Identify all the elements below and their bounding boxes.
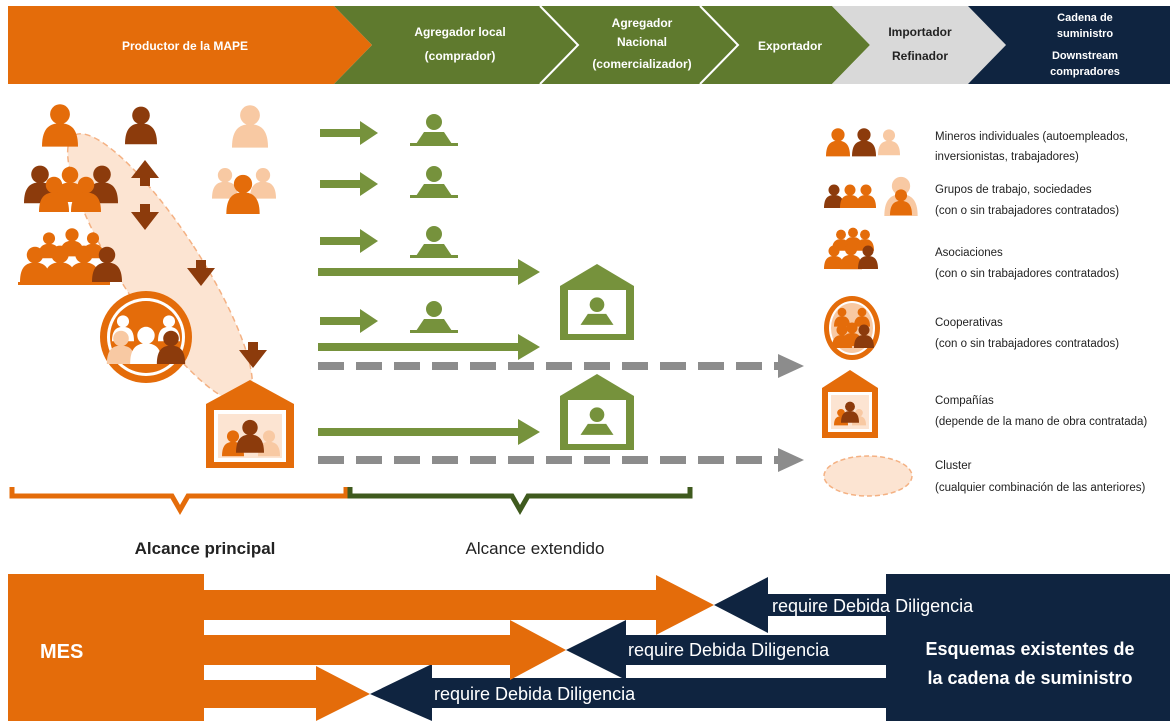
mes-label: MES [40,641,83,663]
dd-label-1: require Debida Diligencia [772,596,974,616]
bottom-band: MES require Debida Diligencia require De… [8,574,1170,721]
stage-label-agregador-local-2: (comprador) [425,49,496,63]
legend-text-4a: Cooperativas [935,317,1003,329]
mes-arrow-1 [204,575,714,635]
extended-scope-brace [347,487,693,516]
dashed-grey-arrows [318,354,804,472]
legend-text-2b: (con o sin trabajadores contratados) [935,205,1119,217]
schemes-label-2: la cadena de suministro [927,668,1132,688]
mes-arrow-2 [204,620,566,680]
legend-icon-cooperatives [824,296,880,360]
extended-scope-label: Alcance extendido [466,539,605,558]
individual-miner-icon [42,104,78,147]
association-icon [18,228,122,285]
legend-text-6a: Cluster [935,460,972,472]
stage-importador [832,6,1006,84]
stage-downstream [968,6,1170,84]
legend-text-5a: Compañías [935,395,994,407]
dd-arrow-3 [370,664,886,721]
up-down-arrow-icon [131,160,159,230]
stage-label-importador-2: Refinador [892,49,948,63]
legend-text-5b: (depende de la mano de obra contratada) [935,416,1147,428]
society-group-icon [212,168,276,214]
stage-agregador-nacional [540,6,738,84]
dd-arrow-1 [714,577,886,633]
stage-label-downstream-4: compradores [1050,66,1120,78]
down-arrow-icon [187,260,267,368]
principal-scope-brace [9,487,349,516]
legend-text-1a: Mineros individuales (autoempleados, [935,131,1128,143]
stage-label-downstream-3: Downstream [1052,50,1118,62]
mes-box [8,574,204,721]
legend-icon-cluster [823,455,913,497]
legend-icon-companies [822,370,878,438]
legend-text-3a: Asociaciones [935,247,1003,259]
legend-text-1b: inversionistas, trabajadores) [935,151,1079,163]
dd-arrow-2 [566,620,886,680]
legend-icon-work-groups [824,176,918,216]
individual-miner-dark-icon [125,106,157,145]
legend-icon-individual [826,128,900,157]
legend-text-2a: Grupos de trabajo, sociedades [935,184,1092,196]
stage-exportador [700,6,870,84]
stage-label-agregador-nacional-3: (comercializador) [592,57,691,71]
short-arrows [320,121,378,333]
stage-agregador-local [334,6,578,84]
stage-label-productor: Productor de la MAPE [122,39,248,53]
stage-label-exportador: Exportador [758,39,822,53]
legend-text-4b: (con o sin trabajadores contratados) [935,338,1119,350]
long-green-arrows [318,259,540,445]
stage-label-downstream-2: suministro [1057,28,1114,40]
stage-label-agregador-nacional-1: Agregador [612,16,673,30]
legend: Mineros individuales (autoempleados, inv… [822,128,1147,497]
legend-text-6b: (cualquier combinación de las anteriores… [935,482,1145,494]
stage-productor [8,6,372,84]
schemes-label-1: Esquemas existentes de [925,639,1134,659]
value-chain-banner: Productor de la MAPE Agregador local (co… [8,5,1170,85]
dd-label-2: require Debida Diligencia [628,640,830,660]
cooperative-icon [100,291,192,383]
stage-label-importador-1: Importador [888,25,952,39]
national-aggregator-icon [560,264,634,450]
stage-label-agregador-local-1: Agregador local [414,25,505,39]
stage-label-downstream-1: Cadena de [1057,12,1113,24]
local-aggregator-icon [410,114,458,333]
individual-miner-light-icon [232,105,268,148]
dd-label-3: require Debida Diligencia [434,684,636,704]
principal-scope-label: Alcance principal [135,539,276,558]
stage-label-agregador-nacional-2: Nacional [617,35,667,49]
mes-arrow-3 [204,666,370,721]
legend-icon-associations [824,227,878,270]
schemes-box [886,574,1170,721]
legend-text-3b: (con o sin trabajadores contratados) [935,268,1119,280]
company-icon [206,380,294,468]
